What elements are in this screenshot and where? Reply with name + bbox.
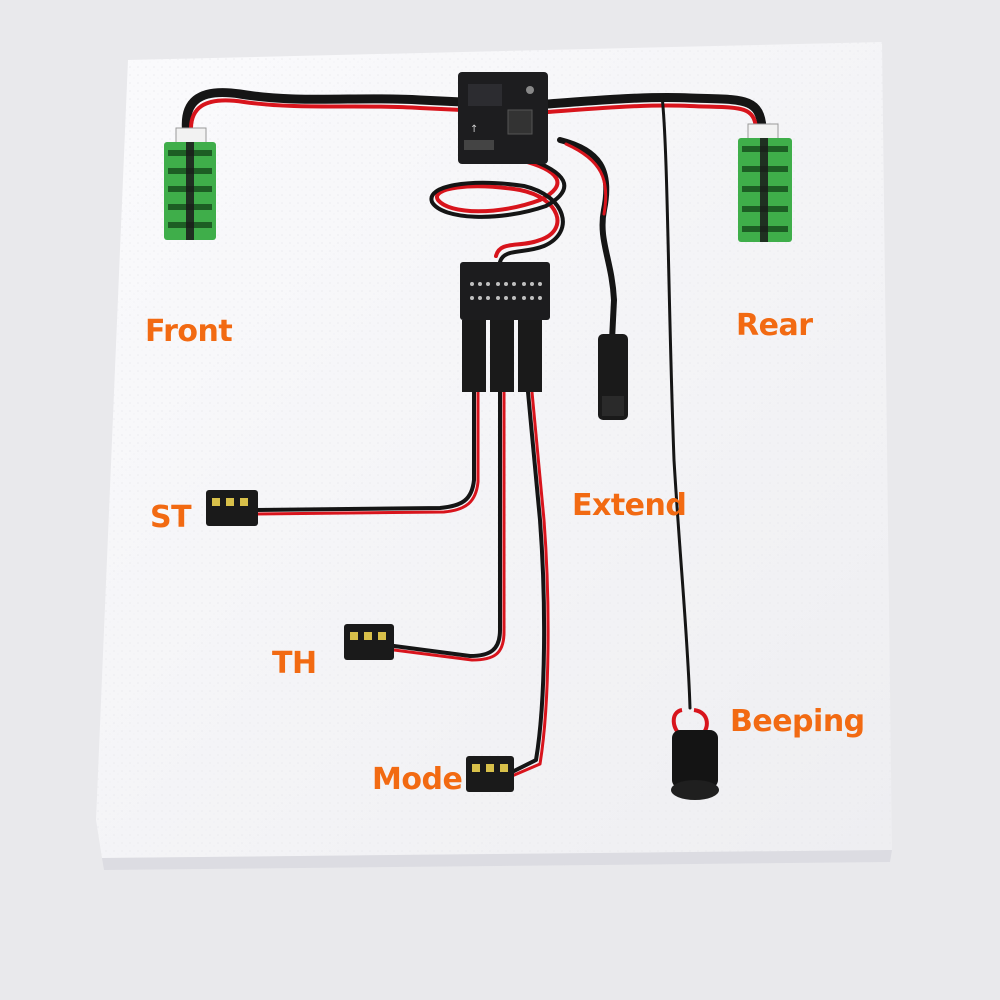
foam-board	[96, 42, 892, 870]
st-label: ST	[150, 500, 192, 535]
mode-servo-plug	[466, 756, 514, 792]
rear-terminal-block	[738, 123, 792, 242]
three-channel-splitter	[460, 262, 550, 392]
st-servo-plug	[206, 490, 258, 526]
wiring-harness	[181, 88, 767, 778]
extend-connector	[598, 334, 628, 420]
front-label: Front	[145, 314, 233, 349]
extend-label: Extend	[572, 488, 687, 523]
buzzer	[671, 708, 719, 800]
th-servo-plug	[344, 624, 394, 660]
beeping-label: Beeping	[730, 704, 865, 739]
front-terminal-block	[164, 127, 216, 240]
svg-text:↑: ↑	[470, 124, 478, 135]
mode-label: Mode	[372, 762, 463, 797]
control-board: ↑	[458, 72, 548, 164]
th-label: TH	[272, 646, 317, 681]
rear-label: Rear	[736, 308, 813, 343]
